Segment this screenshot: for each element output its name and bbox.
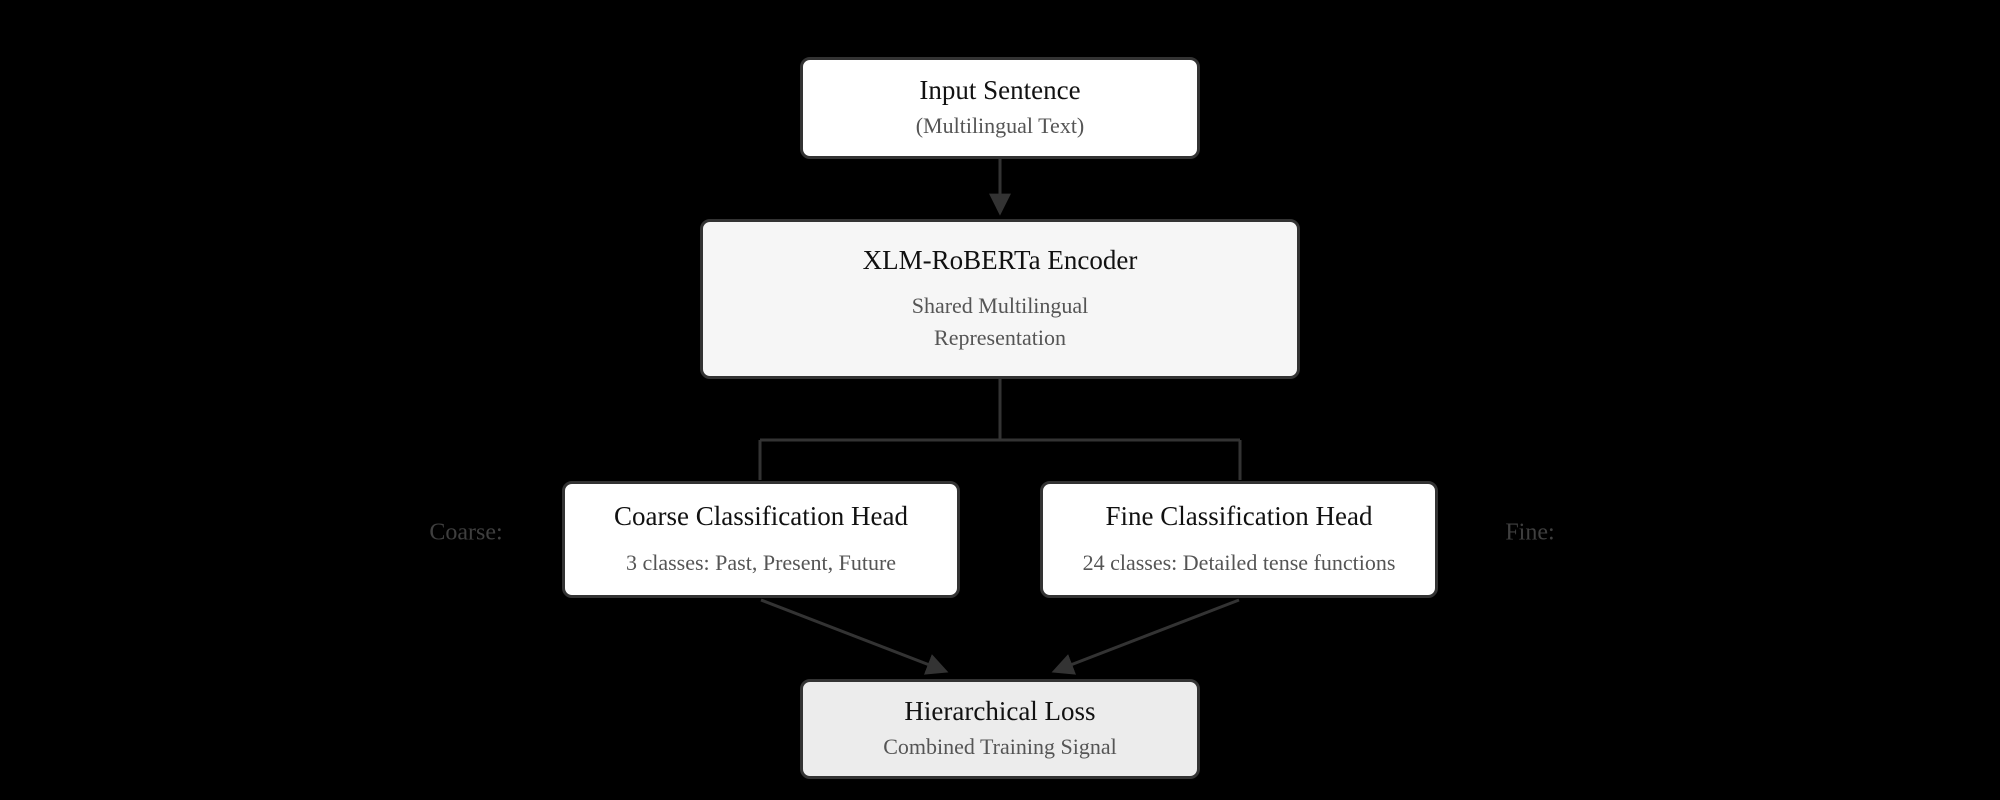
edge-label-fine: Fine:: [1505, 519, 1555, 546]
node-subtitle: (Multilingual Text): [915, 113, 1085, 139]
node-subtitle-line1: Shared Multilingual: [911, 292, 1089, 318]
node-subtitle: Shared Multilingual Representation: [912, 290, 1089, 354]
node-input-sentence: Input Sentence (Multilingual Text): [800, 57, 1200, 159]
node-fine-classification-head: Fine Classification Head 24 classes: Det…: [1040, 481, 1438, 598]
node-subtitle: Combined Training Signal: [883, 734, 1117, 760]
edge-label-coarse: Coarse:: [429, 519, 503, 546]
node-subtitle-line2: Representation: [934, 324, 1066, 350]
node-title: Input Sentence: [919, 74, 1081, 105]
edge-encoder-branch: [758, 379, 1242, 480]
node-title: Fine Classification Head: [1105, 501, 1373, 532]
node-subtitle: 24 classes: Detailed tense functions: [1082, 549, 1396, 575]
node-title: Coarse Classification Head: [614, 501, 908, 532]
node-coarse-classification-head: Coarse Classification Head 3 classes: Pa…: [562, 481, 960, 598]
node-hierarchical-loss: Hierarchical Loss Combined Training Sign…: [800, 679, 1200, 779]
node-subtitle: 3 classes: Past, Present, Future: [625, 549, 897, 575]
edge-coarse-to-loss: [760, 598, 949, 675]
edge-fine-to-loss: [1051, 598, 1240, 675]
node-xlm-roberta-encoder: XLM-RoBERTa Encoder Shared Multilingual …: [700, 219, 1300, 379]
node-title: XLM-RoBERTa Encoder: [862, 245, 1138, 276]
node-title: Hierarchical Loss: [904, 695, 1096, 726]
